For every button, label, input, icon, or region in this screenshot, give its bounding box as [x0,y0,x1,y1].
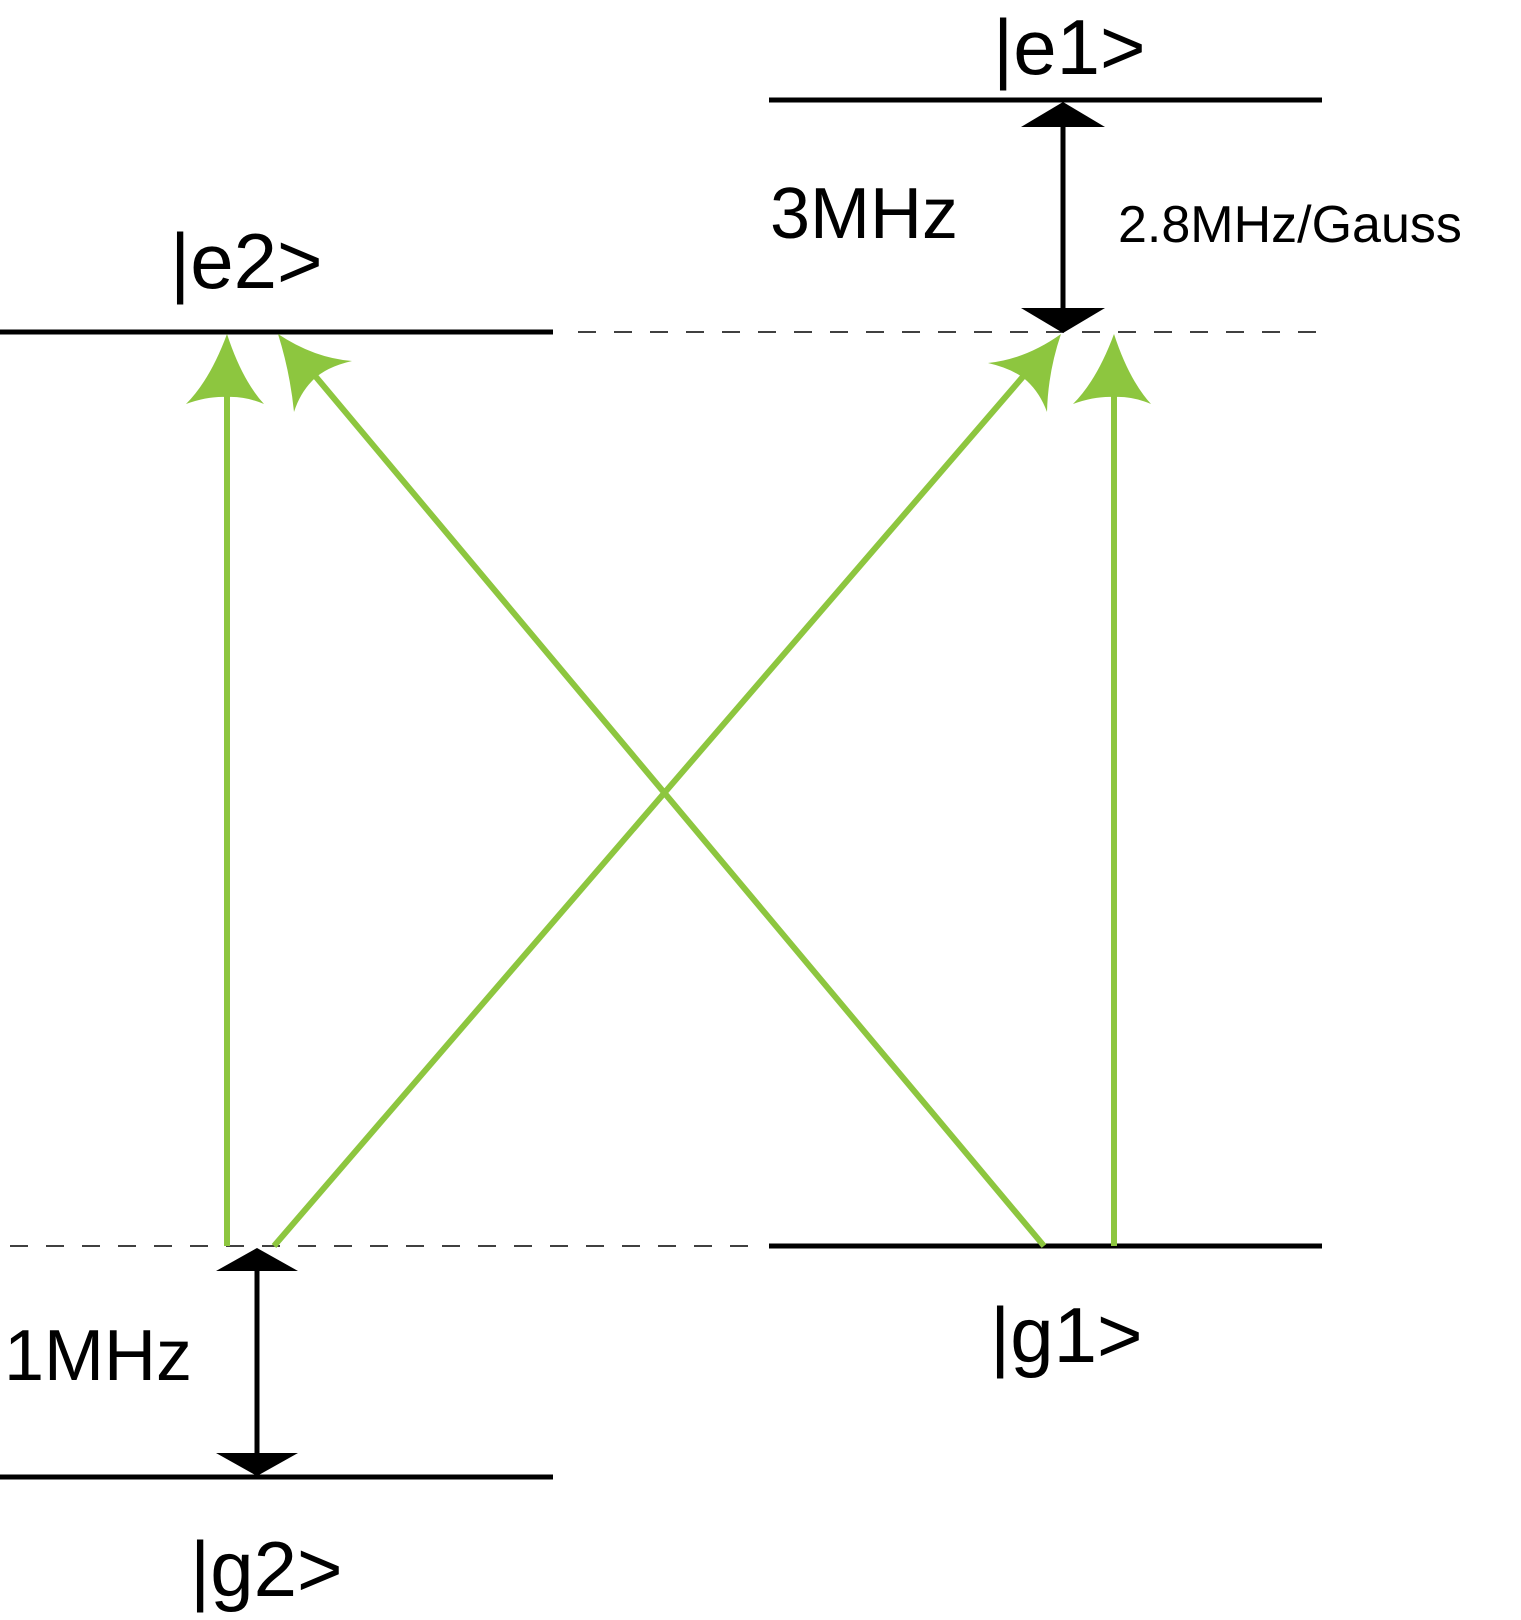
level-label-e2: |e2> [170,217,323,305]
transition-arrow-g1-e1-vertical [1073,334,1151,1246]
level-label-g2: |g2> [190,1525,343,1613]
splitting-arrow-ground [216,1248,298,1476]
excited-splitting-label: 3MHz [770,174,959,254]
splitting-arrow-excited [1021,102,1105,333]
level-label-g1: |g1> [990,1291,1143,1379]
zeeman-rate-label: 2.8MHz/Gauss [1118,196,1462,254]
transition-arrow-g2-e2-vertical [186,334,264,1246]
transition-arrow-g2-e1-diagonal [271,334,1061,1248]
level-label-e1: |e1> [993,3,1146,91]
transition-arrow-g1-e2-diagonal [278,334,1047,1248]
ground-splitting-label: 1MHz [4,1316,193,1396]
